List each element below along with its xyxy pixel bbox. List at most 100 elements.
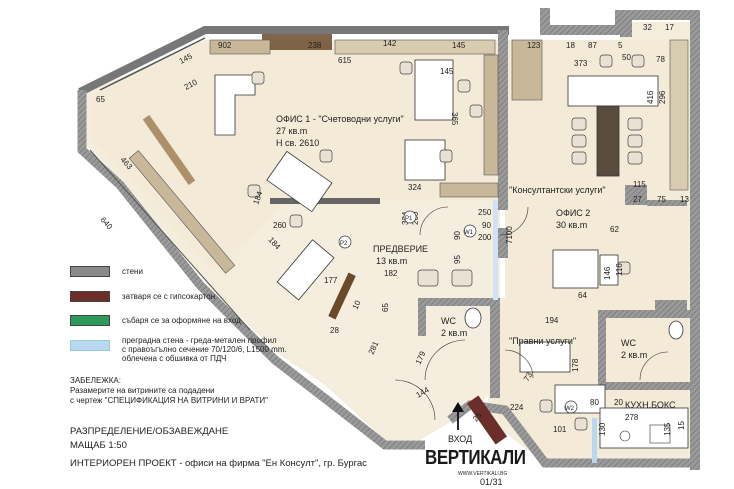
cabinet-bottom-office1 [439,182,499,198]
conference-table [596,105,620,177]
dim-87: 87 [588,41,597,50]
drawing-scale: МАЩАБ 1:50 [70,440,127,451]
dim-640: 640 [99,215,115,231]
svg-text:P1: P1 [405,216,413,222]
column-right [625,185,647,205]
dim-62: 62 [610,225,619,234]
dim-123: 123 [527,41,541,50]
wc1-left-wall [418,298,426,336]
column-bottom-right [655,300,687,312]
dim-145a: 145 [452,41,466,50]
sheet-number: 01/31 [480,477,503,487]
office2-name: ОФИС 2 [556,208,590,218]
lobby-top-wall [270,198,380,204]
dim-177: 177 [324,276,338,285]
entrance-arrow [452,402,464,430]
lobby-area: 13 кв.m [376,256,407,266]
office1-desk-center [414,59,454,121]
brand-website: WWW.VERTIKALI.BG [458,471,508,477]
legal-label: "Правни услуги" [509,336,576,346]
legend-partition-line3: облечена с обшивка от ПДЧ [122,354,227,363]
drywall-top [262,34,332,50]
dim-7100: 7100 [505,226,514,244]
svg-text:W2: W2 [565,406,575,412]
note-line2: с чертеж "СПЕЦИФИКАЦИЯ НА ВИТРИНИ И ВРАТ… [70,396,268,405]
dim-27: 27 [633,195,642,204]
dim-90b: 90 [453,231,462,240]
wc2-left-wall [598,310,606,385]
svg-text:W1: W1 [464,230,474,236]
marker-p1: P1 [403,210,417,224]
dim-75: 75 [657,195,666,204]
dim-238: 238 [308,41,322,50]
cabinet-top-2 [334,39,496,55]
office2-chair-mid [617,261,631,275]
dim-260a: 260 [273,221,287,230]
dim-182: 182 [384,269,398,278]
legend-partition-line2: с правоъгълно сечение 70/120/6, L1500 mm… [122,345,287,354]
dim-142: 142 [383,39,397,48]
marker-p2: P2 [338,235,352,249]
office2-desk-legal [554,384,606,414]
office2-area: 30 кв.m [556,220,587,230]
office1-desk-right [404,139,446,181]
legend-swatch-drywall [70,291,110,302]
dim-116: 116 [615,263,624,276]
cabinet-right-office1 [483,54,499,176]
office2-desk-bottom [519,341,571,373]
legend-walls-label: стени [122,267,143,276]
dim-17: 17 [665,23,674,32]
dim-416: 416 [646,90,655,104]
office2-chairs-bottom [539,399,588,431]
cabinet-diagonal [128,150,236,274]
dim-250: 250 [478,208,492,217]
dim-10: 10 [351,298,363,310]
wc2-bottom-wall [598,382,690,390]
dim-194: 194 [545,316,559,325]
office2-desk-top [567,75,659,107]
dim-65b: 65 [381,303,390,312]
wc2-top-wall [598,310,690,318]
office-divider-wall [498,228,508,258]
dim-145b: 145 [440,67,454,76]
dim-373: 373 [574,59,588,68]
legend-swatch-demolish [70,315,110,326]
dim-78: 78 [656,55,665,64]
drywall-entrance [466,395,508,445]
legend-swatch-walls [70,266,110,277]
office1-chairs [247,61,483,228]
office2-desk-mid [552,249,599,289]
dim-278: 278 [625,413,639,422]
lobby-cabinet [328,272,356,320]
dim-80: 80 [590,398,599,407]
consult-label: "Консултантски услуги" [509,185,606,195]
brand-logo: ВЕРТИКАЛИ [425,447,526,469]
dim-95: 95 [453,255,462,264]
entrance-label: ВХОД [448,434,472,444]
dim-101: 101 [553,425,567,434]
dim-13: 13 [680,195,689,204]
office1-height: Н св. 2610 [276,138,319,148]
dim-146: 146 [603,266,612,280]
dim-130: 130 [598,422,607,436]
dim-178: 178 [571,358,580,372]
door-swings [394,206,534,421]
kitchen-box [599,407,689,449]
lobby-name: ПРЕДВЕРИЕ [373,244,428,254]
drywall-left [142,114,196,186]
dim-115: 115 [633,180,646,189]
glass-partition [592,418,597,463]
wc1-right-wall [490,298,500,398]
svg-text:P2: P2 [340,241,348,247]
note-block: ЗАБЕЛЕЖКА: Разамерите на витрините са по… [70,376,268,406]
dim-32: 32 [643,23,652,32]
wc1-area: 2 кв.m [441,328,467,338]
wc1-fixtures [424,307,482,381]
marker-w1: W1 [463,224,477,238]
wc1-name: WC [441,316,456,326]
dim-90a: 90 [482,221,491,230]
dim-224: 224 [510,403,524,412]
dim-324: 324 [408,183,422,192]
dim-18: 18 [566,41,575,50]
